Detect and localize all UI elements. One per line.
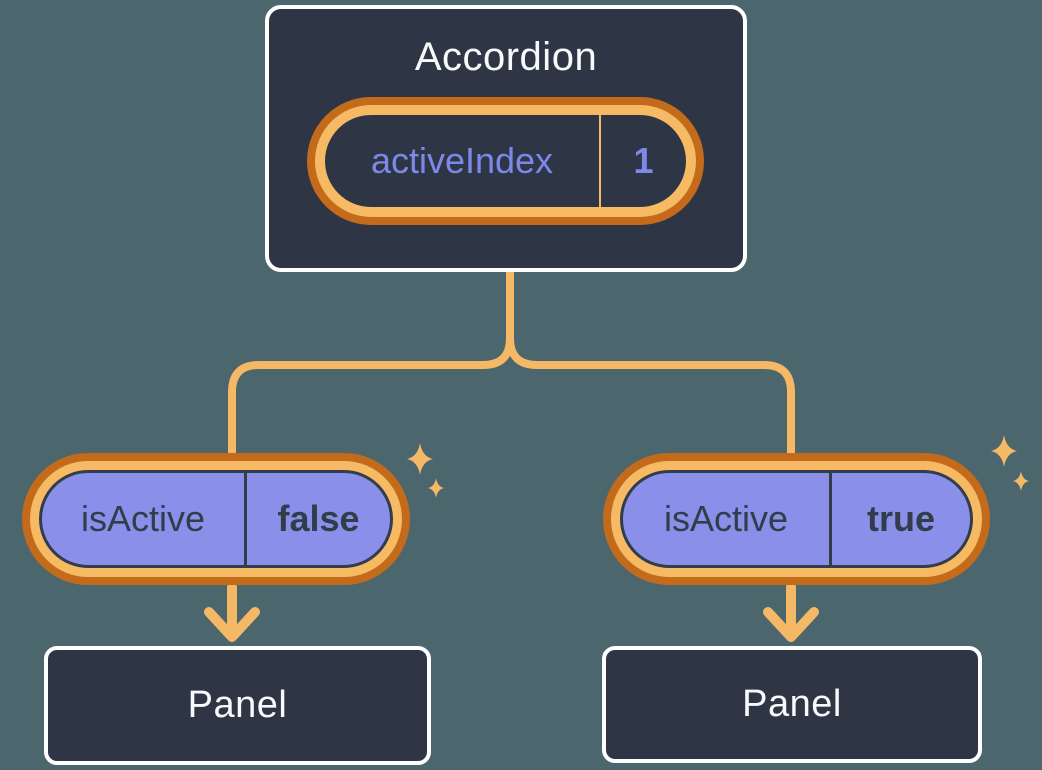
panel-box-right: Panel (602, 646, 982, 763)
state-value: 1 (633, 140, 654, 181)
prop-pill-left: isActive false (22, 453, 410, 585)
prop-pill-left-glow: isActive false (30, 461, 402, 577)
prop-pill-right-glow: isActive true (611, 461, 982, 577)
prop-name: isActive (80, 498, 206, 539)
state-value-cell: 1 (601, 115, 686, 207)
arrow-down-left-icon (204, 582, 260, 642)
prop-name-cell: isActive (42, 473, 244, 565)
arrow-down-right-icon (763, 582, 819, 642)
prop-value: false (277, 498, 360, 539)
prop-pill-right: isActive true (603, 453, 990, 585)
connector-accordion-to-left-pill (228, 272, 514, 453)
panel-title: Panel (742, 683, 842, 725)
pill-divider (244, 473, 247, 565)
prop-value-cell: false (247, 473, 390, 565)
pill-divider (599, 115, 601, 207)
state-pill: activeIndex 1 (307, 97, 704, 225)
prop-value: true (866, 498, 935, 539)
state-pill-glow: activeIndex 1 (315, 105, 696, 217)
pill-divider (829, 473, 832, 565)
sparkles-left-pill-icon (407, 443, 445, 498)
connector-accordion-to-right-pill (506, 272, 795, 453)
sparkles-right-pill-icon (991, 435, 1030, 491)
panel-title: Panel (187, 684, 288, 726)
prop-value-cell: true (832, 473, 970, 565)
state-name-cell: activeIndex (325, 115, 599, 207)
accordion-title: Accordion (414, 35, 598, 79)
prop-name-cell: isActive (623, 473, 829, 565)
state-name: activeIndex (370, 140, 554, 181)
panel-box-left: Panel (44, 646, 431, 765)
prop-name: isActive (663, 498, 789, 539)
